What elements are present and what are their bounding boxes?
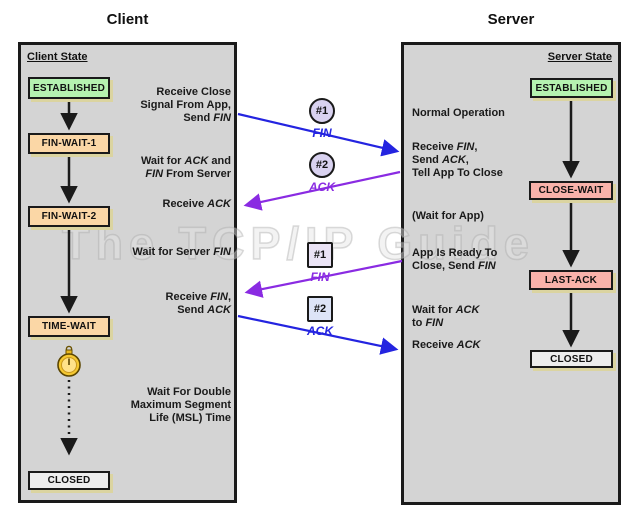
- server-state-heading: Server State: [547, 51, 612, 63]
- server-note-normal-operation: Normal Operation: [412, 107, 505, 119]
- server-note-wait-ack: Wait for ACK to FIN: [412, 304, 480, 329]
- stopwatch-icon: [57, 345, 81, 377]
- client-note-wait-ack-fin: Wait for ACK and FIN From Server: [140, 155, 231, 180]
- client-state-heading: Client State: [27, 51, 88, 63]
- message-label-fin1: FIN: [312, 126, 332, 140]
- client-state-established: ESTABLISHED: [28, 77, 110, 99]
- client-note-wait-msl: Wait For Double Maximum Segment Life (MS…: [130, 386, 231, 424]
- client-title: Client: [106, 11, 149, 28]
- message-label-ack2: ACK: [307, 324, 333, 338]
- client-state-fin-wait-1: FIN-WAIT-1: [28, 133, 110, 154]
- client-state-closed: CLOSED: [28, 471, 110, 490]
- message-label-fin2: FIN: [310, 270, 330, 284]
- client-state-fin-wait-2: FIN-WAIT-2: [28, 206, 110, 227]
- client-note-wait-server-fin: Wait for Server FIN: [132, 246, 231, 258]
- server-state-close-wait: CLOSE-WAIT: [529, 181, 613, 200]
- server-note-receive-ack: Receive ACK: [412, 339, 481, 351]
- message-badge-ack1: #2: [309, 152, 335, 178]
- client-note-receive-close: Receive Close Signal From App, Send FIN: [140, 86, 231, 124]
- server-note-wait-for-app: (Wait for App): [412, 210, 484, 222]
- client-state-time-wait: TIME-WAIT: [28, 316, 110, 337]
- server-state-last-ack: LAST-ACK: [529, 270, 613, 290]
- server-title: Server: [487, 11, 535, 28]
- server-state-established: ESTABLISHED: [530, 78, 613, 98]
- message-label-ack1: ACK: [309, 180, 335, 194]
- server-note-receive-fin: Receive FIN, Send ACK, Tell App To Close: [412, 141, 503, 179]
- server-state-closed: CLOSED: [530, 350, 613, 368]
- client-panel: [18, 42, 237, 503]
- message-badge-fin1: #1: [309, 98, 335, 124]
- message-badge-fin2: #1: [307, 242, 333, 268]
- server-note-app-ready: App Is Ready To Close, Send FIN: [412, 247, 498, 272]
- client-note-receive-ack: Receive ACK: [162, 198, 232, 210]
- client-note-receive-fin-send-ack: Receive FIN, Send ACK: [165, 291, 231, 316]
- message-badge-ack2: #2: [307, 296, 333, 322]
